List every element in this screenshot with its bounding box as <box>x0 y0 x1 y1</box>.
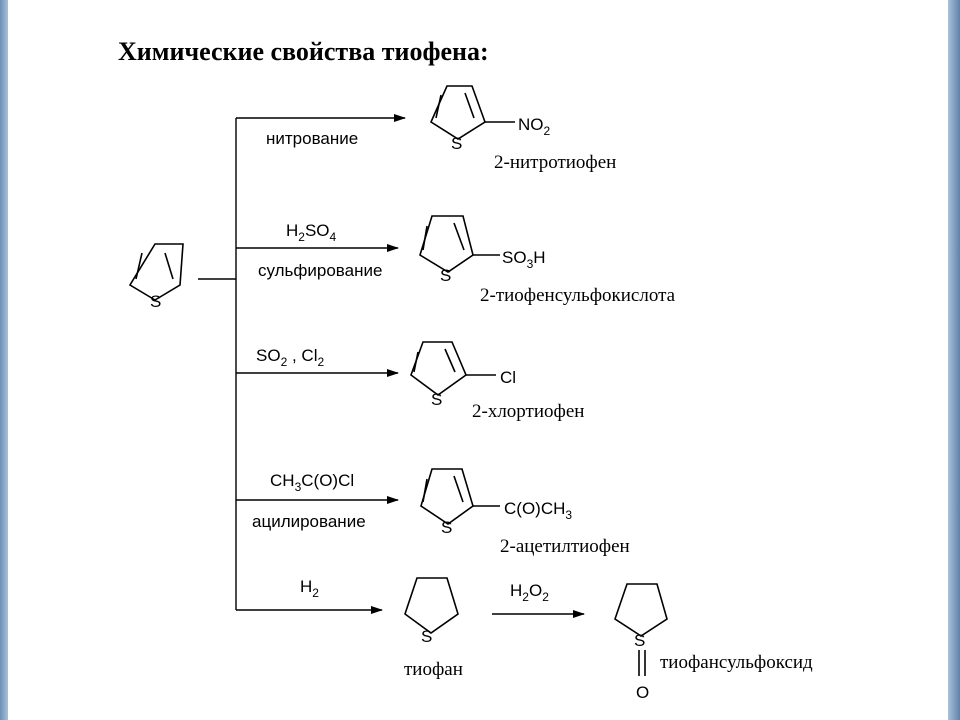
product-acetylthiophene-substituent: C(O)CH3 <box>504 499 572 522</box>
condition-sulfonation: сульфирование <box>258 261 382 280</box>
product-sulfoxide-oxygen: O <box>636 683 649 702</box>
product-thiolane-name: тиофан <box>404 659 463 680</box>
slide-title: Химические свойства тиофена: <box>118 37 489 66</box>
thiophene-start-sulfur: S <box>150 292 161 311</box>
product-sulfoxide-structure <box>614 583 668 676</box>
product-acetylthiophene-name: 2-ацетилтиофен <box>500 536 630 557</box>
product-sulfonic-acid-substituent: SO3H <box>502 248 546 271</box>
product-chlorothiophene-substituent: Cl <box>500 368 516 387</box>
product-sulfonic-acid-sulfur: S <box>440 266 451 285</box>
condition-acylation-reagent: CH3C(O)Cl <box>270 471 354 494</box>
product-sulfoxide-name: тиофансульфоксид <box>660 652 813 673</box>
window-frame-left <box>0 0 8 720</box>
product-nitrothiophene-structure <box>429 85 515 140</box>
product-sulfonic-acid-structure <box>419 215 500 273</box>
window-frame-right <box>948 0 960 720</box>
thiophene-start-structure <box>128 243 184 301</box>
condition-chlorination-reagent: SO2 , Cl2 <box>256 346 324 369</box>
condition-nitration: нитрование <box>266 129 358 148</box>
product-chlorothiophene-structure <box>410 341 496 396</box>
product-nitrothiophene-name: 2-нитротиофен <box>494 152 616 173</box>
product-chlorothiophene-name: 2-хлортиофен <box>472 401 584 422</box>
product-nitrothiophene-substituent: NO2 <box>518 115 551 138</box>
product-sulfoxide-sulfur: S <box>634 631 645 650</box>
branch-lines <box>198 118 237 610</box>
product-acetylthiophene-structure <box>420 468 500 525</box>
product-sulfonic-acid-name: 2-тиофенсульфокислота <box>480 285 676 306</box>
condition-sulfonation-reagent: H2SO4 <box>286 221 337 244</box>
product-chlorothiophene-sulfur: S <box>431 390 442 409</box>
product-thiolane-structure <box>404 577 459 634</box>
condition-acylation: ацилирование <box>252 512 366 531</box>
condition-hydrogenation-reagent: H2 <box>300 577 319 600</box>
product-nitrothiophene-sulfur: S <box>451 134 462 153</box>
condition-oxidation-reagent: H2O2 <box>510 581 549 604</box>
product-acetylthiophene-sulfur: S <box>441 518 452 537</box>
product-thiolane-sulfur: S <box>421 627 432 646</box>
